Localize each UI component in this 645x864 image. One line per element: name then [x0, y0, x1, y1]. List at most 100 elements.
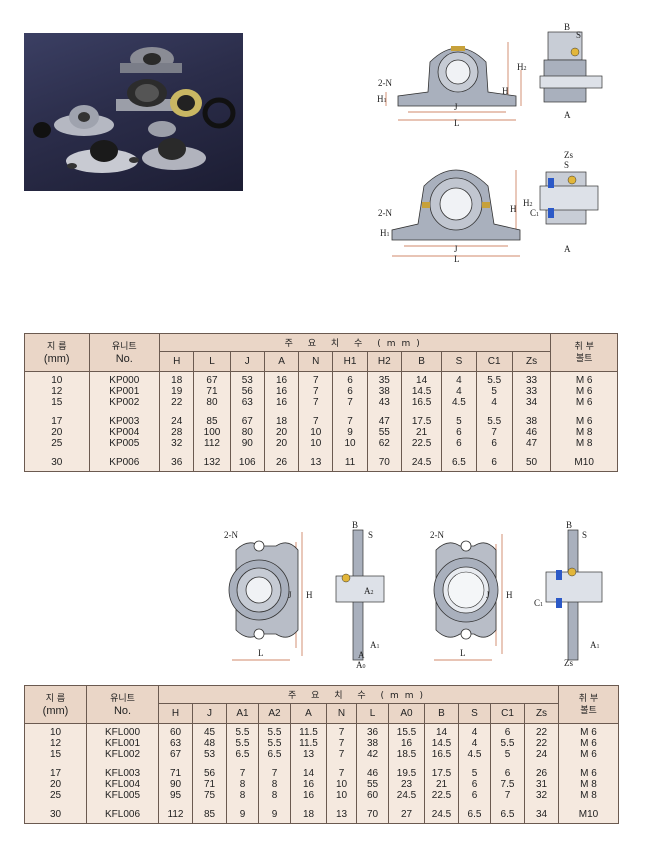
kp-drawing-bottom: 2-N H1 H H2 J L Zs S C1 A — [378, 150, 599, 262]
dim-cell: 42 — [356, 749, 389, 763]
unit-no: No. — [115, 352, 133, 365]
dim-cell: 47 — [511, 438, 552, 452]
kp2-label-s: S — [564, 160, 569, 170]
dim-cell: 80 — [193, 397, 231, 411]
dim-cell: 8 — [226, 790, 259, 804]
column-header: H2 — [366, 351, 402, 372]
dim-cell: 50 — [511, 454, 552, 472]
dim-cell: 7 — [298, 397, 334, 411]
dim-cell: 18 — [263, 413, 300, 427]
bore-cell: 12 — [24, 386, 90, 397]
dim-cell: 24.5 — [424, 806, 459, 824]
bore-cell: 15 — [24, 749, 87, 763]
dim-cell: 5.5 — [226, 723, 259, 738]
dim-cell: M 8 — [558, 779, 619, 790]
dim-cell: M 8 — [550, 427, 618, 438]
dim-cell: 13 — [290, 749, 327, 763]
dim-cell: 7 — [258, 765, 291, 779]
dim-cell: 22 — [524, 723, 559, 738]
dim-cell: 62 — [366, 438, 402, 452]
kfl-label-j: J — [288, 590, 292, 600]
dim-cell: 7 — [326, 749, 357, 763]
kfl2-label-b: B — [566, 520, 572, 530]
unit-no-cell: KP003 — [88, 413, 161, 427]
dim-cell: 48 — [192, 738, 227, 749]
column-header: S — [458, 703, 491, 724]
kfl2-label-zs: Zs — [564, 658, 573, 668]
dim-cell: 33 — [511, 371, 552, 386]
dim-cell: 4.5 — [458, 749, 491, 763]
dim-cell: 24.5 — [388, 790, 425, 804]
bore-cell: 30 — [24, 454, 90, 472]
dim-cell: 8 — [258, 779, 291, 790]
dim-cell: 7 — [332, 397, 368, 411]
dim-cell: 67 — [193, 371, 231, 386]
dim-cell: M 8 — [558, 790, 619, 804]
dim-cell: 5 — [441, 413, 477, 427]
dim-cell: 8 — [258, 790, 291, 804]
dim-cell: 9 — [332, 427, 368, 438]
dim-cell: 14 — [290, 765, 327, 779]
dim-cell: 75 — [192, 790, 227, 804]
kp2-label-c1: C1 — [530, 208, 539, 218]
dim-cell: 7 — [332, 413, 368, 427]
dim-cell: 6.5 — [490, 806, 525, 824]
kfl2-label-2n: 2-N — [430, 530, 444, 540]
dim-cell: 9 — [226, 806, 259, 824]
dim-cell: 4 — [458, 723, 491, 738]
bore-header-2: 지 름 (mm) — [24, 685, 87, 724]
dim-cell: 20 — [263, 438, 300, 452]
dim-cell: 22 — [524, 738, 559, 749]
dim-cell: 5.5 — [475, 413, 513, 427]
kfl2-label-c1: C1 — [534, 598, 543, 608]
kfl-label-a1: A1 — [370, 640, 380, 650]
dim-cell: 31 — [524, 779, 559, 790]
dim-cell: 6 — [332, 371, 368, 386]
dim-cell: M 8 — [550, 438, 618, 452]
dim-cell: 71 — [192, 779, 227, 790]
dim-cell: 18 — [290, 806, 327, 824]
dim-cell: 7 — [475, 427, 513, 438]
column-header: A — [263, 351, 300, 372]
dim-cell: 23 — [388, 779, 425, 790]
dim-cell: 16.5 — [400, 397, 443, 411]
dim-cell: 16 — [388, 738, 425, 749]
dim-cell: 35 — [366, 371, 402, 386]
bolt-label-2b: 볼트 — [580, 705, 597, 716]
dim-cell: 16 — [290, 790, 327, 804]
dim-cell: 14 — [400, 371, 443, 386]
column-header: N — [326, 703, 357, 724]
dim-cell: M10 — [558, 806, 619, 824]
unit-header-2: 유니트 No. — [86, 685, 159, 724]
dim-cell: 18.5 — [388, 749, 425, 763]
dim-cell: 10 — [326, 779, 357, 790]
dim-cell: 6 — [475, 454, 513, 472]
dim-cell: 5 — [475, 386, 513, 397]
unit-no-cell: KP006 — [88, 454, 161, 472]
kfl2-label-s: S — [582, 530, 587, 540]
unit-no-cell: KFL001 — [86, 738, 159, 749]
unit-no-cell: KFL003 — [86, 765, 159, 779]
dim-cell: 13 — [298, 454, 334, 472]
bolt-label2: 볼트 — [575, 353, 593, 364]
column-header: C1 — [475, 351, 513, 372]
unit-no-cell: KP000 — [88, 371, 161, 386]
dim-cell: 6 — [458, 790, 491, 804]
bore-unit: (mm) — [43, 352, 70, 365]
dim-cell: 5.5 — [226, 738, 259, 749]
dim-cell: 5.5 — [490, 738, 525, 749]
dim-cell: 38 — [356, 738, 389, 749]
kp-label-b: B — [564, 22, 570, 32]
dim-cell: 6 — [475, 438, 513, 452]
kp2-label-zs: Zs — [564, 150, 573, 160]
dim-cell: 55 — [356, 779, 389, 790]
